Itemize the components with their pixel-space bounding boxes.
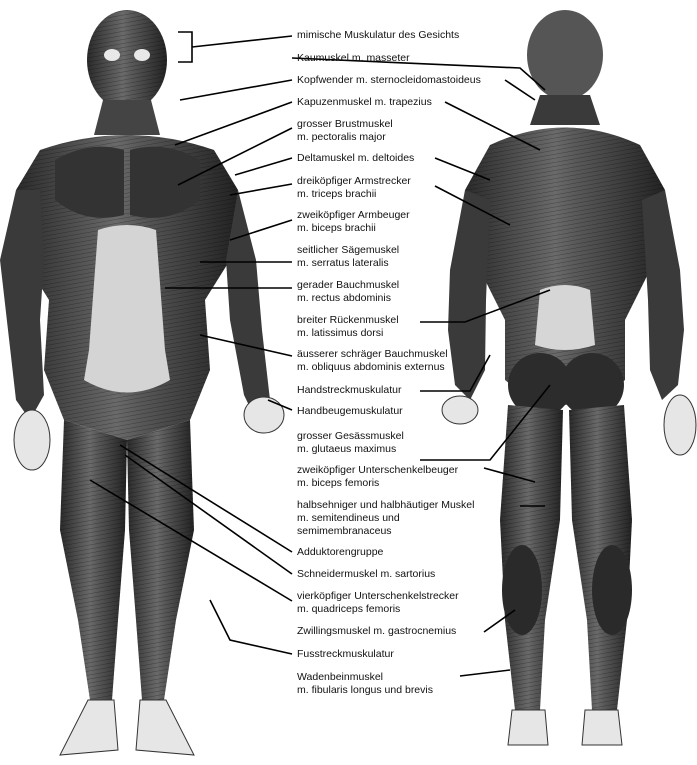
label-line: grosser Gesässmuskel <box>297 430 404 443</box>
label-facial-muscles: mimische Muskulatur des Gesichts <box>297 29 459 42</box>
label-line: m. quadriceps femoris <box>297 603 459 616</box>
label-line: m. latissimus dorsi <box>297 327 399 340</box>
label-biceps-brachii: zweiköpfiger Armbeuger m. biceps brachii <box>297 209 410 235</box>
label-sternocleidomastoideus: Kopfwender m. sternocleidomastoideus <box>297 74 481 87</box>
label-line: Kapuzenmuskel m. trapezius <box>297 96 432 109</box>
label-line: vierköpfiger Unterschenkelstrecker <box>297 590 459 603</box>
label-semitendineus: halbsehniger und halbhäutiger Muskel m. … <box>297 499 474 538</box>
label-foot-extensors: Fusstreckmuskulatur <box>297 648 394 661</box>
label-line: m. pectoralis major <box>297 131 393 144</box>
label-line: Schneidermuskel m. sartorius <box>297 568 435 581</box>
label-line: m. serratus lateralis <box>297 257 399 270</box>
label-quadriceps-femoris: vierköpfiger Unterschenkelstrecker m. qu… <box>297 590 459 616</box>
label-line: Wadenbeinmuskel <box>297 671 433 684</box>
label-sartorius: Schneidermuskel m. sartorius <box>297 568 435 581</box>
label-line: zweiköpfiger Armbeuger <box>297 209 410 222</box>
label-line: Adduktorengruppe <box>297 546 383 559</box>
label-fibularis: Wadenbeinmuskel m. fibularis longus und … <box>297 671 433 697</box>
label-line: breiter Rückenmuskel <box>297 314 399 327</box>
label-glutaeus-maximus: grosser Gesässmuskel m. glutaeus maximus <box>297 430 404 456</box>
label-line: Handbeugemuskulatur <box>297 405 403 418</box>
label-deltoides: Deltamuskel m. deltoides <box>297 152 414 165</box>
label-hand-extensors: Handstreckmuskulatur <box>297 384 401 397</box>
label-line: m. rectus abdominis <box>297 292 399 305</box>
label-line: m. glutaeus maximus <box>297 443 404 456</box>
label-serratus-lateralis: seitlicher Sägemuskel m. serratus latera… <box>297 244 399 270</box>
label-line: m. obliquus abdominis externus <box>297 361 448 374</box>
label-gastrocnemius: Zwillingsmuskel m. gastrocnemius <box>297 625 456 638</box>
label-masseter: Kaumuskel m. masseter <box>297 52 410 65</box>
label-adductor-group: Adduktorengruppe <box>297 546 383 559</box>
label-obliquus-abdominis: äusserer schräger Bauchmuskel m. obliquu… <box>297 348 448 374</box>
label-line: seitlicher Sägemuskel <box>297 244 399 257</box>
label-line: m. fibularis longus und brevis <box>297 684 433 697</box>
label-line: zweiköpfiger Unterschenkelbeuger <box>297 464 458 477</box>
label-triceps-brachii: dreiköpfiger Armstrecker m. triceps brac… <box>297 175 411 201</box>
label-line: mimische Muskulatur des Gesichts <box>297 29 459 42</box>
label-trapezius: Kapuzenmuskel m. trapezius <box>297 96 432 109</box>
label-line: Handstreckmuskulatur <box>297 384 401 397</box>
label-line: m. triceps brachii <box>297 188 411 201</box>
label-rectus-abdominis: gerader Bauchmuskel m. rectus abdominis <box>297 279 399 305</box>
label-line: dreiköpfiger Armstrecker <box>297 175 411 188</box>
label-line: halbsehniger und halbhäutiger Muskel <box>297 499 474 512</box>
label-line: Fusstreckmuskulatur <box>297 648 394 661</box>
label-line: m. semitendineus und <box>297 512 474 525</box>
label-biceps-femoris: zweiköpfiger Unterschenkelbeuger m. bice… <box>297 464 458 490</box>
label-latissimus-dorsi: breiter Rückenmuskel m. latissimus dorsi <box>297 314 399 340</box>
label-line: Deltamuskel m. deltoides <box>297 152 414 165</box>
label-line: Kopfwender m. sternocleidomastoideus <box>297 74 481 87</box>
label-line: äusserer schräger Bauchmuskel <box>297 348 448 361</box>
label-line: m. biceps femoris <box>297 477 458 490</box>
label-line: m. biceps brachii <box>297 222 410 235</box>
label-line: Zwillingsmuskel m. gastrocnemius <box>297 625 456 638</box>
label-pectoralis-major: grosser Brustmuskel m. pectoralis major <box>297 118 393 144</box>
label-line: grosser Brustmuskel <box>297 118 393 131</box>
label-line: Kaumuskel m. masseter <box>297 52 410 65</box>
label-line: gerader Bauchmuskel <box>297 279 399 292</box>
label-line: semimembranaceus <box>297 525 474 538</box>
label-hand-flexors: Handbeugemuskulatur <box>297 405 403 418</box>
